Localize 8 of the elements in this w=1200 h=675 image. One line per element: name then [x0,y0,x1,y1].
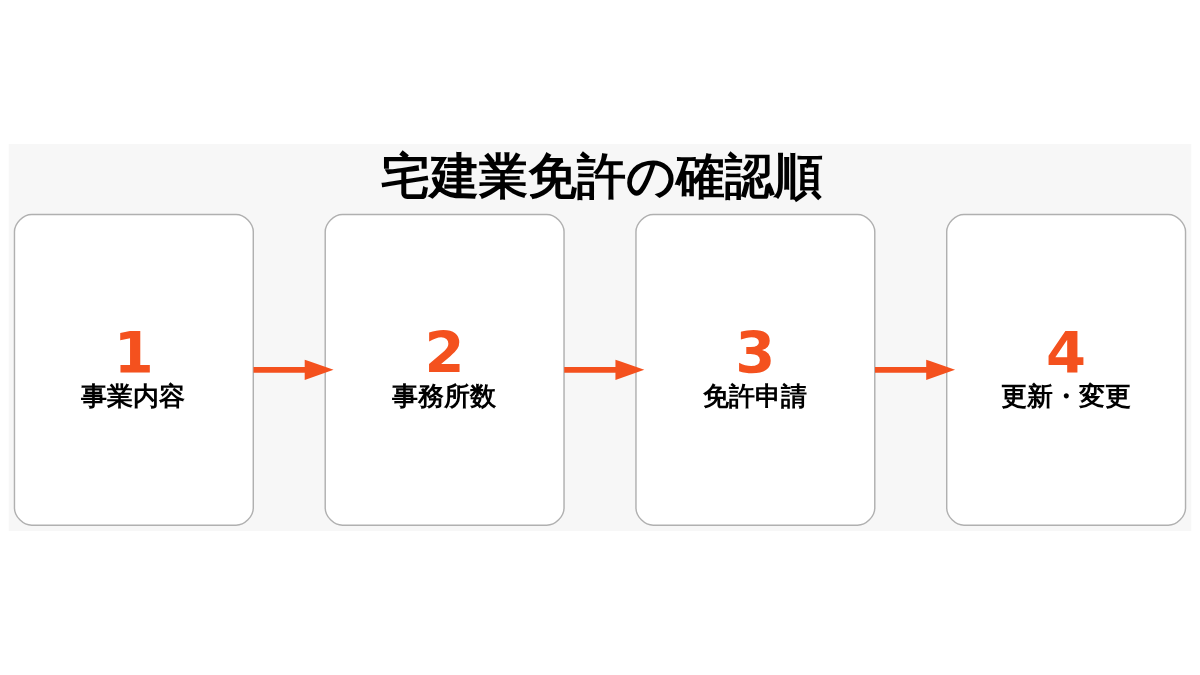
node-box: 1 事業内容 [13,213,254,526]
arrow [874,359,956,380]
node-box: 3 免許申請 [635,213,876,526]
arrow [564,359,645,380]
arrow [253,359,334,380]
diagram-title: 宅建業免許の確認順 [380,148,823,206]
node-box: 2 事務所数 [324,213,565,526]
node-box: 4 更新・変更 [946,213,1187,526]
